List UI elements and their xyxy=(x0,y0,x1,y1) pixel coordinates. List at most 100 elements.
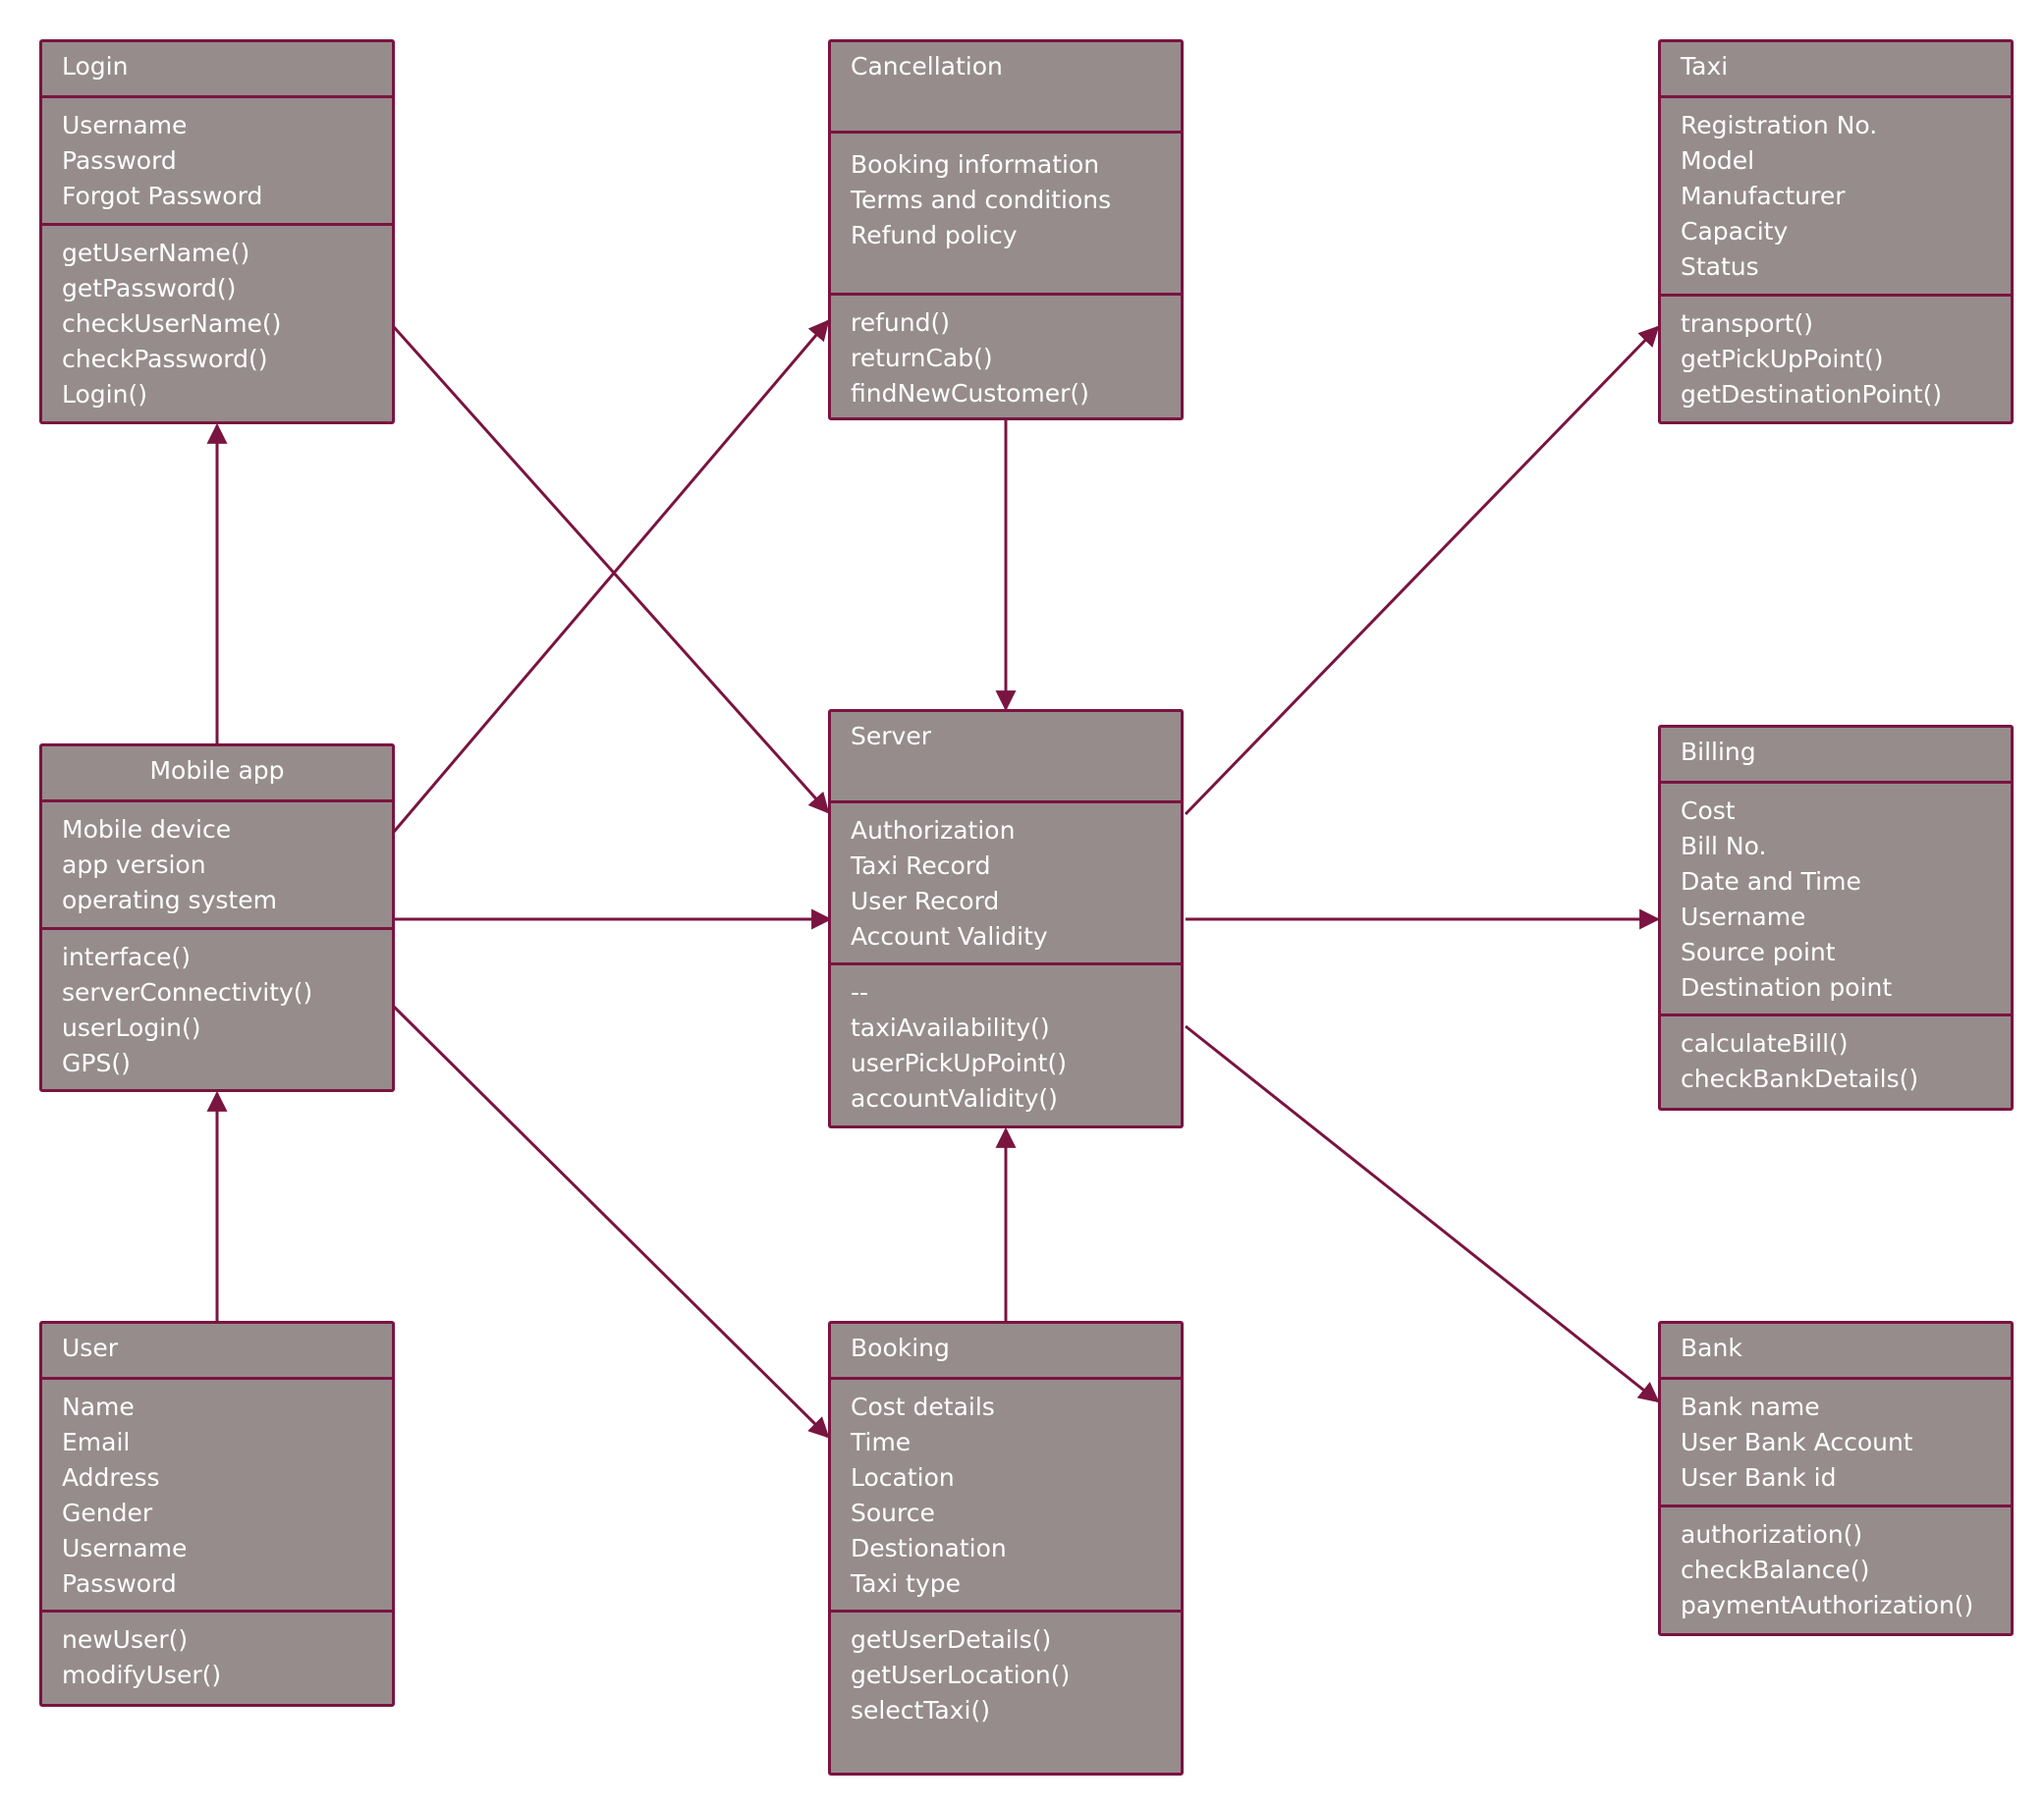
attribute: Name xyxy=(62,1393,135,1421)
edge-server-to-bank xyxy=(1185,1024,1660,1403)
attribute: Password xyxy=(62,146,177,175)
class-cancellation-methods: refund() returnCab() findNewCustomer() xyxy=(831,296,1181,417)
attribute: Refund policy xyxy=(851,221,1018,249)
class-taxi-attributes: Registration No. Model Manufacturer Capa… xyxy=(1661,98,2011,297)
attribute: Mobile device xyxy=(62,815,232,844)
method: transport() xyxy=(1681,309,1814,338)
class-user-name: User xyxy=(42,1324,392,1380)
class-billing-methods: calculateBill() checkBankDetails() xyxy=(1661,1016,2011,1108)
method: getPassword() xyxy=(62,274,237,302)
attribute: User Bank id xyxy=(1681,1463,1837,1492)
edge-mobile-app-to-booking xyxy=(392,1005,830,1439)
method: userPickUpPoint() xyxy=(851,1049,1067,1077)
method: checkBalance() xyxy=(1681,1556,1870,1584)
attribute: Account Validity xyxy=(851,922,1048,951)
attribute: Registration No. xyxy=(1681,111,1878,139)
class-server-methods: -- taxiAvailability() userPickUpPoint() … xyxy=(831,965,1181,1125)
method: findNewCustomer() xyxy=(851,379,1089,408)
method: checkBankDetails() xyxy=(1681,1065,1919,1093)
attribute: Date and Time xyxy=(1681,867,1861,896)
class-user-methods: newUser() modifyUser() xyxy=(42,1613,392,1704)
class-server[interactable]: Server Authorization Taxi Record User Re… xyxy=(828,709,1184,1128)
method: newUser() xyxy=(62,1625,189,1654)
attribute: Bank name xyxy=(1681,1393,1820,1421)
attribute: Authorization xyxy=(851,816,1016,845)
class-login-methods: getUserName() getPassword() checkUserNam… xyxy=(42,226,392,421)
attribute: Cost xyxy=(1681,796,1736,825)
class-server-name: Server xyxy=(831,712,1181,803)
method: authorization() xyxy=(1681,1520,1863,1549)
attribute: Status xyxy=(1681,252,1759,281)
attribute: Username xyxy=(62,1534,188,1562)
class-login[interactable]: Login Username Password Forgot Password … xyxy=(39,39,395,424)
class-billing-name: Billing xyxy=(1661,728,2011,784)
method: checkPassword() xyxy=(62,345,268,373)
method: getUserLocation() xyxy=(851,1661,1071,1689)
attribute: User Record xyxy=(851,887,1000,915)
attribute: Taxi Record xyxy=(851,851,991,880)
method: refund() xyxy=(851,308,950,337)
attribute: Cost details xyxy=(851,1393,995,1421)
class-cancellation[interactable]: Cancellation Booking information Terms a… xyxy=(828,39,1184,420)
method: GPS() xyxy=(62,1049,131,1077)
class-mobile-app-name: Mobile app xyxy=(42,746,392,802)
attribute: Source point xyxy=(1681,938,1836,966)
attribute: Taxi type xyxy=(851,1569,961,1598)
method: -- xyxy=(851,978,869,1007)
class-mobile-app-methods: interface() serverConnectivity() userLog… xyxy=(42,930,392,1089)
class-server-attributes: Authorization Taxi Record User Record Ac… xyxy=(831,803,1181,965)
attribute: app version xyxy=(62,850,206,879)
attribute: Terms and conditions xyxy=(851,186,1112,214)
method: getUserDetails() xyxy=(851,1625,1052,1654)
attribute: Bill No. xyxy=(1681,832,1767,860)
class-booking[interactable]: Booking Cost details Time Location Sourc… xyxy=(828,1321,1184,1776)
method: getUserName() xyxy=(62,239,250,267)
method: userLogin() xyxy=(62,1013,201,1042)
class-mobile-app[interactable]: Mobile app Mobile device app version ope… xyxy=(39,743,395,1092)
method: taxiAvailability() xyxy=(851,1013,1050,1042)
attribute: Gender xyxy=(62,1499,153,1527)
class-bank-attributes: Bank name User Bank Account User Bank id xyxy=(1661,1380,2011,1507)
class-user[interactable]: User Name Email Address Gender Username … xyxy=(39,1321,395,1707)
class-billing-attributes: Cost Bill No. Date and Time Username Sou… xyxy=(1661,784,2011,1016)
class-mobile-app-attributes: Mobile device app version operating syst… xyxy=(42,802,392,930)
class-cancellation-name: Cancellation xyxy=(831,42,1181,134)
class-user-attributes: Name Email Address Gender Username Passw… xyxy=(42,1380,392,1613)
edge-server-to-taxi xyxy=(1184,325,1660,816)
attribute: Email xyxy=(62,1428,131,1456)
method: Login() xyxy=(62,380,147,409)
method: modifyUser() xyxy=(62,1661,222,1689)
attribute: User Bank Account xyxy=(1681,1428,1913,1456)
attribute: Address xyxy=(62,1463,160,1492)
class-bank[interactable]: Bank Bank name User Bank Account User Ba… xyxy=(1658,1321,2014,1636)
attribute: Username xyxy=(62,111,188,139)
class-booking-methods: getUserDetails() getUserLocation() selec… xyxy=(831,1613,1181,1773)
attribute: Manufacturer xyxy=(1681,182,1846,210)
attribute: Capacity xyxy=(1681,217,1789,246)
method: interface() xyxy=(62,943,192,971)
method: calculateBill() xyxy=(1681,1029,1849,1058)
attribute: Booking information xyxy=(851,150,1100,179)
method: paymentAuthorization() xyxy=(1681,1591,1974,1619)
method: selectTaxi() xyxy=(851,1696,990,1725)
method: accountValidity() xyxy=(851,1084,1058,1113)
class-booking-name: Booking xyxy=(831,1324,1181,1380)
class-bank-name: Bank xyxy=(1661,1324,2011,1380)
class-login-attributes: Username Password Forgot Password xyxy=(42,98,392,226)
attribute: Source xyxy=(851,1499,935,1527)
attribute: Model xyxy=(1681,146,1755,175)
attribute: Location xyxy=(851,1463,955,1492)
class-taxi[interactable]: Taxi Registration No. Model Manufacturer… xyxy=(1658,39,2014,424)
class-taxi-methods: transport() getPickUpPoint() getDestinat… xyxy=(1661,297,2011,421)
method: getPickUpPoint() xyxy=(1681,345,1884,373)
class-bank-methods: authorization() checkBalance() paymentAu… xyxy=(1661,1507,2011,1633)
class-billing[interactable]: Billing Cost Bill No. Date and Time User… xyxy=(1658,725,2014,1111)
class-cancellation-attributes: Booking information Terms and conditions… xyxy=(831,134,1181,296)
class-booking-attributes: Cost details Time Location Source Destio… xyxy=(831,1380,1181,1613)
method: returnCab() xyxy=(851,344,993,372)
class-taxi-name: Taxi xyxy=(1661,42,2011,98)
method: getDestinationPoint() xyxy=(1681,380,1943,409)
edge-login-to-server xyxy=(392,325,830,814)
edge-mobile-app-to-cancellation xyxy=(392,319,830,833)
